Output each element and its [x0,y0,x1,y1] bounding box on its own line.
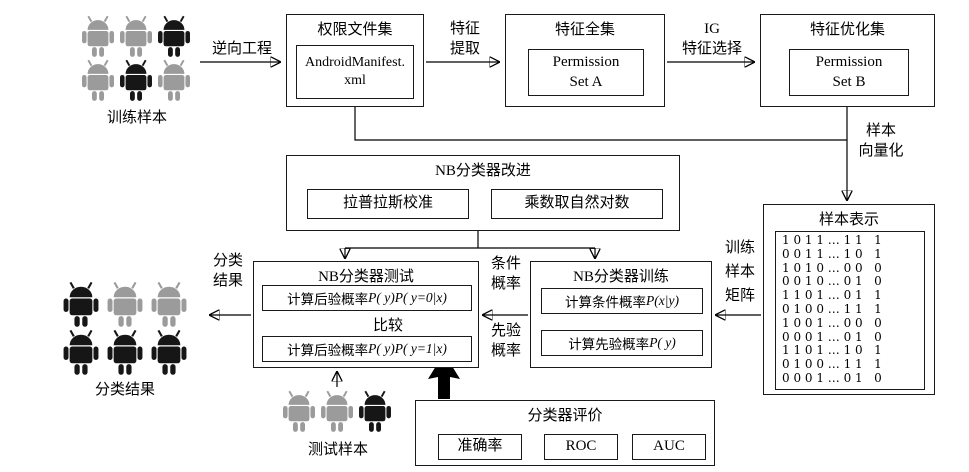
android-robot-icon [151,329,187,375]
auc-box: AUC [632,434,706,460]
sample-representation-title: 样本表示 [818,212,879,228]
nb-improvement-box: NB分类器改进 拉普拉斯校准 乘数取自然对数 [286,155,680,231]
matrix-row: 0 0 1 0 … 0 1 0 [782,274,882,289]
android-row [281,389,393,433]
matrix-row: 1 1 0 1 … 1 0 1 [782,343,882,358]
posterior-prob-1-formula: P( y)P( y=1|x) [368,341,447,356]
roc-box: ROC [544,434,618,460]
vectorize-label: 样本 向量化 [858,123,904,159]
android-robot-icon [82,15,114,57]
posterior-prob-0-formula: P( y)P( y=0|x) [368,290,447,305]
posterior-prob-0-prefix: 计算后验概率 [287,292,369,307]
matrix-row: 1 0 0 1 … 0 0 0 [782,315,882,330]
ig-selection-label: IG 特征选择 [681,21,742,57]
conditional-prob-prefix: 计算条件概率 [565,295,647,310]
full-feature-set-title: 特征全集 [554,22,615,38]
android-robot-icon [321,390,353,432]
matrix-row: 0 0 0 1 … 0 1 0 [782,370,882,385]
matrix-row: 1 0 1 0 … 0 0 0 [782,260,882,275]
android-row [60,328,190,376]
natural-log-box: 乘数取自然对数 [491,189,663,219]
android-robot-icon [120,15,152,57]
permission-set-b-box: Permission Set B [789,49,909,96]
android-row [80,58,192,102]
posterior-prob-1-prefix: 计算后验概率 [287,343,369,358]
accuracy-box: 准确率 [438,434,522,460]
android-row [60,280,190,328]
android-robot-icon [63,281,99,327]
matrix-row: 0 0 0 1 … 0 1 0 [782,329,882,344]
train-samples-label: 训练样本 [106,110,167,126]
compare-label: 比较 [373,318,404,334]
optimized-feature-set-title: 特征优化集 [809,22,885,38]
nb-testing-title: NB分类器测试 [318,269,414,285]
android-row [80,14,192,58]
android-robot-icon [82,59,114,101]
connector-manifest-branch [354,107,847,141]
matrix-row: 0 1 0 0 … 1 1 1 [782,301,882,316]
permission-fileset-title: 权限文件集 [317,22,393,38]
evaluation-title: 分类器评价 [527,408,603,424]
result-samples-cluster [60,280,190,376]
android-manifest-box: AndroidManifest. xml [296,45,414,99]
android-robot-icon [158,59,190,101]
result-samples-label: 分类结果 [94,382,155,398]
conditional-prob-label: 条件 概率 [490,256,521,292]
prior-prob-label: 先验 概率 [490,323,521,359]
android-robot-icon [158,15,190,57]
android-robot-icon [151,281,187,327]
android-robot-icon [107,329,143,375]
matrix-row: 1 1 0 1 … 0 1 1 [782,288,882,303]
conditional-prob-formula: P(x|y) [646,293,679,308]
evaluation-box: 分类器评价 准确率 ROC AUC [415,400,715,466]
laplace-calibration-box: 拉普拉斯校准 [307,189,469,219]
nb-training-title: NB分类器训练 [573,269,669,285]
reverse-engineering-label: 逆向工程 [211,41,272,57]
train-samples-cluster [80,14,192,102]
android-robot-icon [63,329,99,375]
permission-fileset-box: 权限文件集 AndroidManifest. xml [286,14,424,107]
android-robot-icon [359,390,391,432]
optimized-feature-set-box: 特征优化集 Permission Set B [760,14,935,107]
full-feature-set-box: 特征全集 Permission Set A [505,14,665,107]
matrix-row: 1 0 1 1 … 1 1 1 [782,233,882,247]
android-robot-icon [120,59,152,101]
feature-extraction-label: 特征 提取 [449,21,480,57]
nb-improvement-title: NB分类器改进 [435,163,531,179]
matrix-row: 0 1 0 0 … 1 1 1 [782,357,882,372]
android-robot-icon [107,281,143,327]
permission-set-a-box: Permission Set A [528,49,644,96]
classification-result-label: 分类 结果 [212,253,243,289]
test-samples-cluster [281,389,393,433]
prior-prob-prefix: 计算先验概率 [568,337,650,352]
prior-prob-formula: P( y) [649,335,676,350]
test-samples-label: 测试样本 [307,442,368,458]
train-matrix-label: 训练 样本 矩阵 [724,240,755,304]
android-robot-icon [283,390,315,432]
matrix-row: 0 0 1 1 … 1 0 1 [782,246,882,261]
